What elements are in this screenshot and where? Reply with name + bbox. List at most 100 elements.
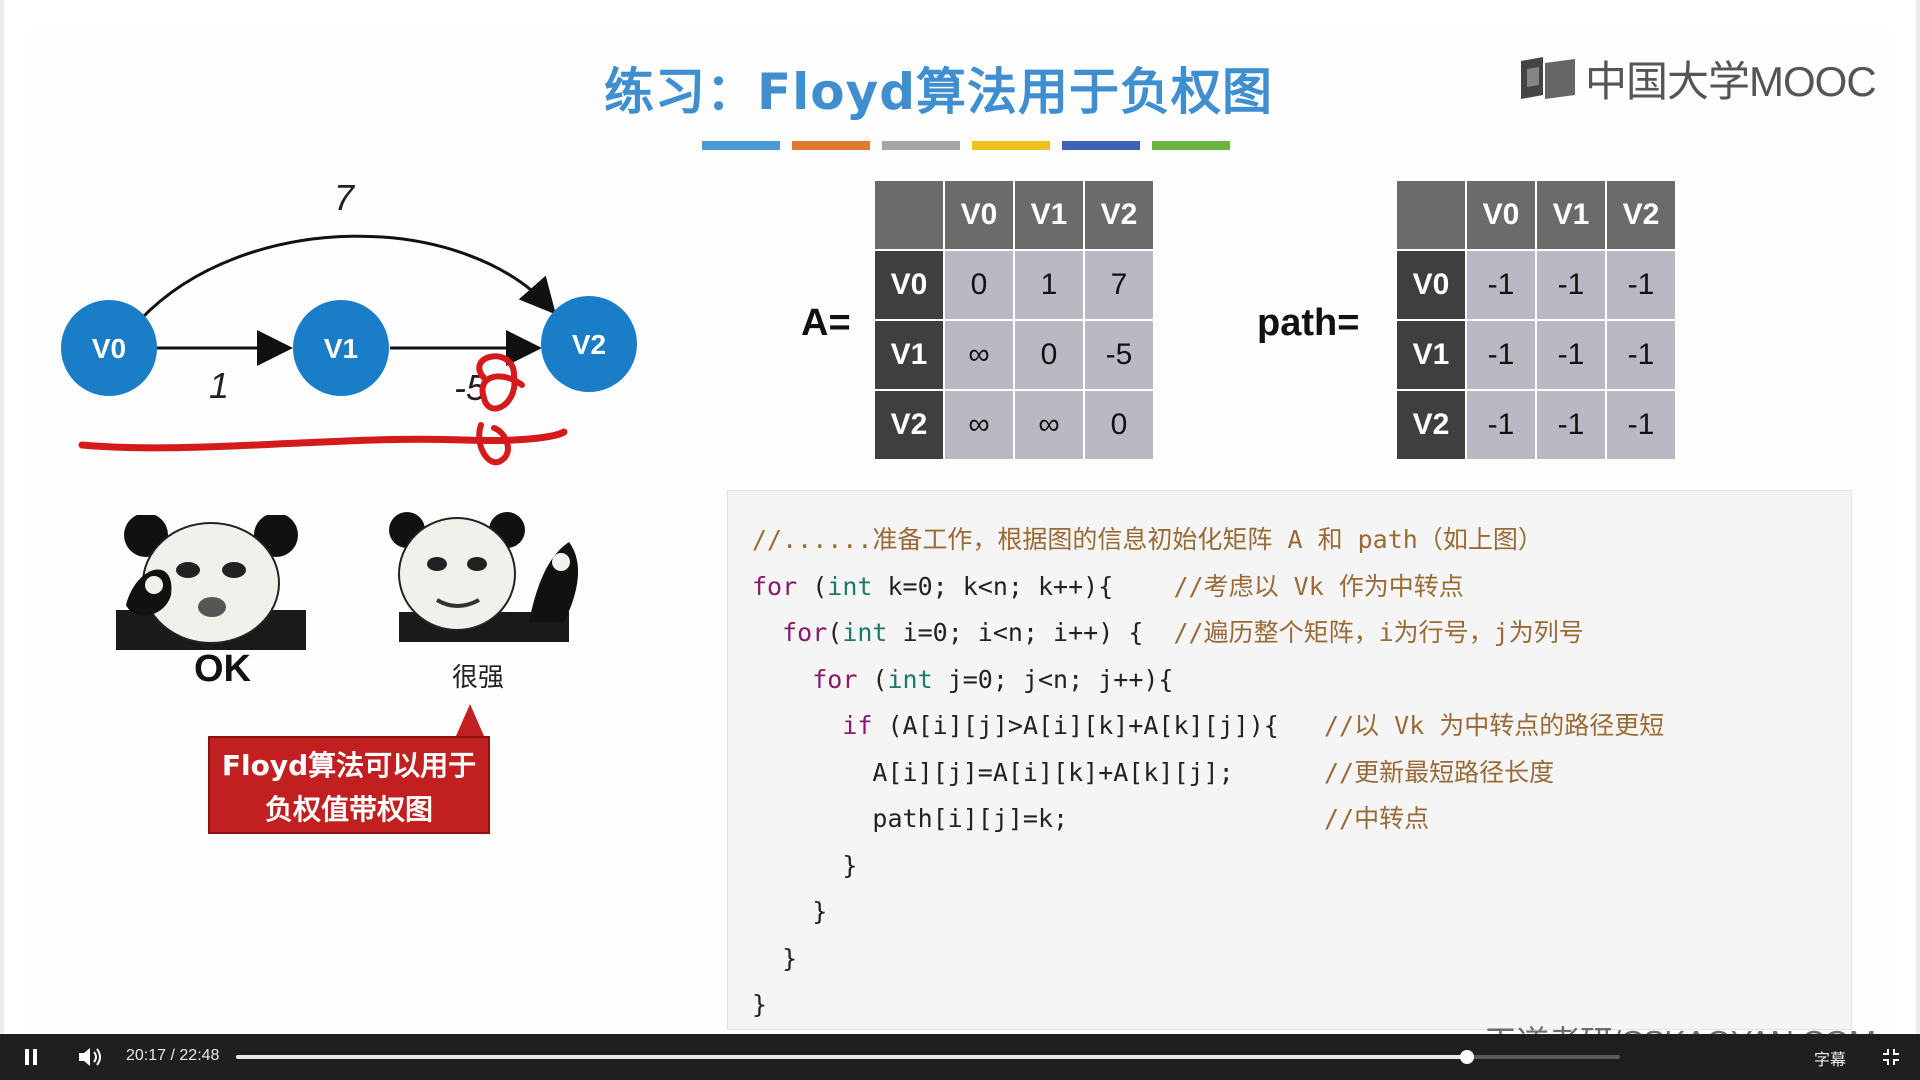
code-keyword: for <box>812 664 858 694</box>
code-statement: j=0; j<n; j++){ <box>947 664 1174 694</box>
color-bar-segment <box>882 141 960 150</box>
matrix-a-row-header: V2 <box>873 389 945 461</box>
matrix-path-cell: -1 <box>1535 249 1607 321</box>
matrix-path-row-header: V1 <box>1395 319 1467 391</box>
matrix-path-col-header: V1 <box>1535 179 1607 251</box>
code-brace: } <box>842 850 858 880</box>
matrix-path-cell: -1 <box>1605 249 1677 321</box>
code-brace: } <box>812 897 828 926</box>
code-brace: } <box>782 943 798 973</box>
node-v0: V0 <box>61 300 157 396</box>
matrix-path-row-header: V0 <box>1395 249 1467 321</box>
progress-fill <box>236 1055 1468 1059</box>
matrix-a-cell: ∞ <box>943 389 1015 461</box>
code-keyword: for <box>782 618 828 647</box>
matrix-a-col-header: V2 <box>1083 179 1155 251</box>
callout-pointer <box>456 704 484 736</box>
matrix-path-cell: -1 <box>1605 389 1677 461</box>
matrix-a-cell: ∞ <box>1013 389 1085 461</box>
code-line: for(int i=0; i<n; i++) { //遍历整个矩阵，i为行号，j… <box>782 618 1584 647</box>
mooc-logo-icon <box>1519 55 1577 103</box>
code-statement: A[i][j]=A[i][k]+A[k][j]; <box>872 757 1234 787</box>
code-line: A[i][j]=A[i][k]+A[k][j]; //更新最短路径长度 <box>752 750 1664 797</box>
matrix-path-label: path= <box>1257 302 1360 344</box>
code-line: } <box>752 889 1664 936</box>
edge-label-v0-v1: 1 <box>209 365 229 406</box>
node-v2: V2 <box>541 296 637 392</box>
matrix-path: V0 V1 V2 V0 -1 -1 -1 V1 -1 -1 -1 V2 -1 -… <box>1395 179 1677 461</box>
pause-button[interactable] <box>14 1034 48 1080</box>
time-display: 20:17 / 22:48 <box>126 1047 219 1065</box>
matrix-path-cell: -1 <box>1535 389 1607 461</box>
duration: 22:48 <box>179 1047 220 1064</box>
matrix-path-cell: -1 <box>1605 319 1677 391</box>
panda-meme-ok <box>116 515 306 650</box>
callout-line-2: 负权值带权图 <box>264 793 433 826</box>
matrix-a-cell: 7 <box>1083 249 1155 321</box>
player-controls: 20:17 / 22:48 字幕 <box>0 1034 1920 1080</box>
matrix-path-col-header: V0 <box>1465 179 1537 251</box>
time-separator: / <box>170 1047 175 1064</box>
code-brace: } <box>752 990 768 1019</box>
matrix-a-cell: 0 <box>1083 389 1155 461</box>
volume-button[interactable] <box>72 1034 108 1080</box>
code-line: for (int j=0; j<n; j++){ <box>812 664 1174 694</box>
code-block: //......准备工作，根据图的信息初始化矩阵 A 和 path（如上图） fo… <box>727 490 1852 1030</box>
code-comment: //遍历整个矩阵，i为行号，j为列号 <box>1173 618 1584 647</box>
matrix-path-cell: -1 <box>1465 319 1537 391</box>
code-type: int <box>842 618 888 647</box>
code-comment: //更新最短路径长度 <box>1323 757 1555 787</box>
exit-fullscreen-icon <box>1883 1049 1899 1065</box>
mooc-logo: 中国大学MOOC <box>1519 48 1877 109</box>
code-statement: i=0; i<n; i++) { <box>902 618 1144 647</box>
edge-label-v0-v2: 7 <box>334 177 356 218</box>
meme-ok-caption: OK <box>194 648 251 690</box>
matrix-a-corner <box>873 179 945 251</box>
color-bar-segment <box>792 141 870 150</box>
code-line: path[i][j]=k; //中转点 <box>752 796 1664 843</box>
code-line: } <box>752 843 1664 890</box>
node-v1-label: V1 <box>324 333 358 364</box>
current-time: 20:17 <box>126 1047 167 1064</box>
matrix-a-col-header: V0 <box>943 179 1015 251</box>
code-line: } <box>752 982 1664 1029</box>
matrix-a-row-header: V0 <box>873 249 945 321</box>
matrix-a: V0 V1 V2 V0 0 1 7 V1 ∞ 0 -5 V2 ∞ ∞ 0 <box>873 179 1155 461</box>
code-line: if (A[i][j]>A[i][k]+A[k][j]){ //以 Vk 为中转… <box>752 703 1664 750</box>
matrix-path-cell: -1 <box>1465 389 1537 461</box>
matrix-path-cell: -1 <box>1465 249 1537 321</box>
code-line: //......准备工作，根据图的信息初始化矩阵 A 和 path（如上图） <box>752 517 1664 564</box>
node-v1: V1 <box>293 300 389 396</box>
matrix-path-col-header: V2 <box>1605 179 1677 251</box>
color-bar-segment <box>1152 141 1230 150</box>
code-comment: //......准备工作，根据图的信息初始化矩阵 A 和 path（如上图） <box>752 525 1543 554</box>
matrix-a-cell: 0 <box>943 249 1015 321</box>
code-comment: //中转点 <box>1323 804 1430 833</box>
progress-handle[interactable] <box>1460 1050 1475 1064</box>
slide-title: 练习：Floyd算法用于负权图 <box>604 63 1274 121</box>
code-keyword: for <box>752 571 798 601</box>
code-statement: k=0; k<n; k++){ <box>887 571 1114 601</box>
matrix-path-row-header: V2 <box>1395 389 1467 461</box>
node-v0-label: V0 <box>92 333 126 364</box>
matrix-a-cell: 1 <box>1013 249 1085 321</box>
exit-fullscreen-button[interactable] <box>1874 1034 1908 1080</box>
code-line: for (int k=0; k<n; k++){ //考虑以 Vk 作为中转点 <box>752 571 1464 601</box>
meme-strong-caption: 很强 <box>452 663 505 693</box>
watermark: 王道考研/CSKAOYAN.COM <box>1484 1016 1876 1034</box>
code-type: int <box>827 571 873 601</box>
code-comment: //以 Vk 为中转点的路径更短 <box>1323 711 1665 740</box>
mooc-logo-text: 中国大学MOOC <box>1585 58 1877 105</box>
code-statement: path[i][j]=k; <box>872 804 1069 833</box>
matrix-a-col-header: V1 <box>1013 179 1085 251</box>
callout-line-1: Floyd算法可以用于 <box>221 749 477 782</box>
matrix-a-cell: 0 <box>1013 319 1085 391</box>
matrix-path-cell: -1 <box>1535 319 1607 391</box>
subtitle-button[interactable]: 字幕 <box>1814 1050 1847 1069</box>
pause-icon <box>25 1049 37 1065</box>
progress-bar[interactable] <box>236 1050 1620 1064</box>
code-comment: //考虑以 Vk 作为中转点 <box>1173 571 1464 601</box>
color-bar-segment <box>972 141 1050 150</box>
color-bar-segment <box>702 141 780 150</box>
